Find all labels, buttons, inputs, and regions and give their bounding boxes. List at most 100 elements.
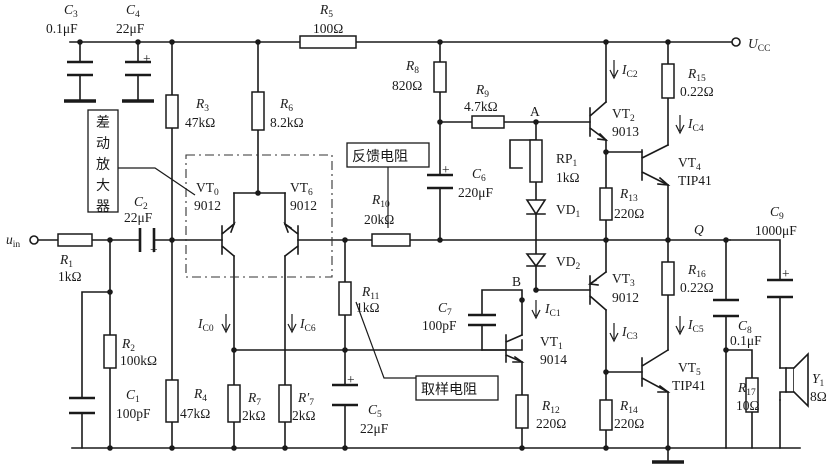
- rp1-body: [529, 139, 543, 183]
- diff-emitters: [233, 192, 286, 225]
- ic6-arrow: [287, 314, 297, 334]
- diff-amp-leader: [118, 167, 196, 196]
- r3-value: 47kΩ: [185, 115, 215, 130]
- r3-body: [165, 94, 179, 129]
- c5-symbol: [332, 383, 358, 407]
- svg-text:+: +: [782, 266, 790, 281]
- svg-text:+: +: [150, 242, 158, 257]
- r1-label: R1: [59, 252, 73, 270]
- ic5-label: IC5: [687, 317, 704, 335]
- c7-symbol: [468, 313, 496, 327]
- c6-label: C6: [472, 166, 486, 184]
- feedback-callout-box: [346, 142, 430, 168]
- diff-amp-callout-box: [87, 109, 119, 213]
- ic2-label: IC2: [621, 62, 638, 80]
- rp1-value: 1kΩ: [556, 170, 580, 185]
- diff-amp-char-1: 差: [96, 115, 110, 131]
- vt2-label: VT2: [612, 106, 635, 124]
- vt1-symbol: [504, 333, 524, 364]
- c8-label: C8: [738, 318, 752, 336]
- r7-body: [227, 384, 241, 423]
- r7p-body: [278, 384, 292, 423]
- ic0-arrow: [221, 314, 231, 334]
- node-b-label: B: [512, 274, 521, 289]
- c4-symbol: [125, 60, 151, 77]
- c8-value: 0.1μF: [730, 333, 762, 348]
- vt4-model: TIP41: [678, 173, 712, 188]
- vt3-model: 9012: [612, 290, 639, 305]
- r10-body: [371, 233, 411, 247]
- input-label: uin: [6, 232, 20, 250]
- r8-label: R8: [405, 58, 419, 76]
- sampling-label: 取样电阻: [421, 382, 477, 398]
- node-a-label: A: [530, 104, 540, 119]
- diff-amp-char-2: 动: [96, 136, 110, 152]
- junctions: [77, 39, 729, 451]
- c2-label: C2: [134, 194, 148, 212]
- vd2-symbol: [525, 253, 547, 268]
- c1-symbol: [69, 396, 95, 415]
- vt3-symbol: [588, 270, 608, 312]
- r15-body: [661, 63, 675, 99]
- r8-value: 820Ω: [392, 78, 422, 93]
- speaker-icon: [779, 352, 809, 408]
- vt6-label: VT6: [290, 180, 313, 198]
- svg-text:+: +: [347, 372, 355, 387]
- vt3-column: [605, 239, 643, 449]
- diff-amp-char-4: 大: [96, 178, 110, 194]
- r13-value: 220Ω: [614, 206, 644, 221]
- node-q-label: Q: [694, 222, 704, 237]
- vt5-label: VT5: [678, 360, 701, 378]
- r17-label: R17: [737, 380, 756, 398]
- diff-amp-char-3: 放: [96, 157, 110, 173]
- ic3-arrow: [609, 323, 619, 343]
- r16-body: [661, 261, 675, 296]
- r8-body: [433, 61, 447, 93]
- ic4-arrow: [675, 115, 685, 135]
- r12-label: R12: [541, 398, 560, 416]
- vt5-model: TIP41: [672, 378, 706, 393]
- r7-value: 2kΩ: [242, 408, 266, 423]
- c2-symbol: [138, 228, 156, 252]
- c4-label: C4: [126, 2, 140, 20]
- r17-body: [745, 377, 759, 413]
- vt1-label: VT1: [540, 334, 563, 352]
- c1-branch: [81, 291, 111, 449]
- vt2-model: 9013: [612, 124, 639, 139]
- vt4-label: VT4: [678, 155, 701, 173]
- vd2-label: VD2: [556, 254, 581, 272]
- transistors: [220, 100, 671, 394]
- capacitors: + + + + +: [67, 51, 793, 415]
- r2-label: R2: [121, 336, 135, 354]
- r6-label: R6: [279, 96, 293, 114]
- sampling-callout-box: [415, 375, 499, 401]
- ic6-label: IC6: [299, 316, 316, 334]
- c6-symbol: [427, 173, 453, 190]
- vt6-model: 9012: [290, 198, 317, 213]
- c9-symbol: [767, 278, 793, 299]
- r11-label: R11: [361, 284, 380, 302]
- r15-label: R15: [687, 66, 706, 84]
- feedback-label: 反馈电阻: [352, 149, 408, 165]
- r3-label: R3: [195, 96, 209, 114]
- svg-text:+: +: [442, 162, 450, 177]
- ic1-arrow: [531, 300, 541, 320]
- vd1-symbol: [525, 199, 547, 216]
- c7-value: 100pF: [422, 318, 457, 333]
- r5-body: [299, 35, 357, 49]
- svg-text:+: +: [143, 51, 151, 66]
- r9-value: 4.7kΩ: [464, 99, 498, 114]
- r10-value: 20kΩ: [364, 212, 394, 227]
- c2-value: 22μF: [124, 210, 153, 225]
- transistor-labels: VT0 9012 VT6 9012 VT2 9013 VT4 TIP41 VT3…: [194, 106, 712, 393]
- r1-body: [57, 233, 93, 247]
- r16-label: R16: [687, 262, 706, 280]
- c9-label: C9: [770, 204, 784, 222]
- y1-value: 8Ω: [810, 389, 827, 404]
- r16-value: 0.22Ω: [680, 280, 714, 295]
- r7-label: R7: [247, 390, 261, 408]
- ic2-arrow: [609, 60, 619, 80]
- rp1-label: RP1: [556, 151, 578, 169]
